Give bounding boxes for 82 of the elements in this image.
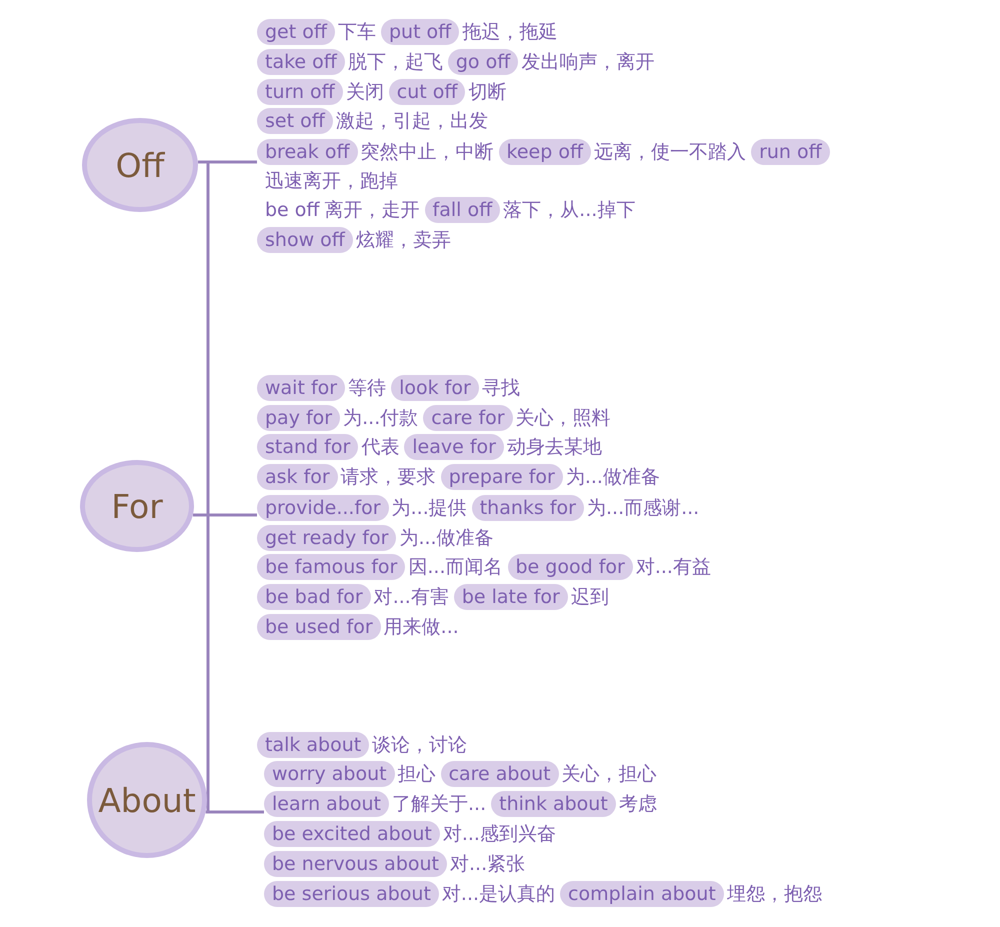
highlighted-phrase: provide...for: [257, 495, 389, 521]
highlighted-phrase: leave for: [404, 434, 504, 460]
highlighted-phrase: be excited about: [264, 821, 440, 847]
meaning-text: 谈论，讨论: [372, 733, 468, 758]
highlighted-phrase: pay for: [257, 405, 340, 431]
meaning-text: 激起，引起，出发: [336, 109, 488, 134]
meaning-text: 关心，照料: [516, 406, 611, 431]
topic-circle: For: [80, 460, 194, 552]
highlighted-phrase: run off: [751, 139, 830, 165]
highlighted-phrase: think about: [491, 791, 616, 817]
meaning-text: 发出响声，离开: [521, 50, 654, 75]
meaning-text: 代表: [361, 435, 400, 460]
highlighted-phrase: ask for: [257, 464, 338, 490]
meaning-text: 考虑: [618, 792, 657, 817]
meaning-text: 为...提供: [392, 496, 467, 521]
meaning-text: 拖迟，拖延: [462, 20, 558, 45]
meaning-text: 埋怨，抱怨: [726, 882, 822, 907]
highlighted-phrase: get off: [257, 19, 335, 45]
meaning-text: 对...感到兴奋: [442, 822, 556, 847]
meaning-text: 切断: [468, 80, 506, 105]
topic-circle: Off: [82, 118, 198, 212]
highlighted-phrase: put off: [380, 19, 460, 45]
meaning-text: 为...而感谢...: [586, 496, 700, 521]
highlighted-phrase: set off: [257, 108, 333, 134]
highlighted-phrase: turn off: [257, 79, 343, 105]
highlighted-phrase: be serious about: [264, 881, 439, 907]
highlighted-phrase: fall off: [424, 197, 500, 223]
meaning-text: 了解关于...: [392, 792, 486, 817]
meaning-text: 迟到: [570, 585, 609, 610]
highlighted-phrase: worry about: [264, 761, 395, 787]
meaning-text: 用来做...: [384, 615, 459, 640]
meaning-text: 关心，担心: [562, 762, 657, 787]
highlighted-phrase: be bad for: [257, 584, 371, 610]
highlighted-phrase: get ready for: [257, 525, 396, 551]
phrase-text: be off: [265, 198, 320, 223]
highlighted-phrase: be late for: [454, 584, 568, 610]
meaning-text: 为...做准备: [566, 465, 660, 490]
highlighted-phrase: wait for: [257, 375, 346, 401]
highlighted-phrase: stand for: [257, 434, 358, 460]
meaning-text: 落下，从...掉下: [503, 198, 636, 223]
highlighted-phrase: talk about: [257, 732, 370, 758]
meaning-text: 关闭: [346, 80, 384, 105]
meaning-text: 担心: [398, 762, 436, 787]
highlighted-phrase: complain about: [560, 881, 724, 907]
topic-circle: About: [87, 742, 207, 858]
meaning-text: 对...是认真的: [442, 882, 556, 907]
meaning-text: 为...做准备: [399, 526, 494, 551]
meaning-text: 等待: [348, 376, 386, 401]
meaning-text: 请求，要求: [340, 465, 436, 490]
highlighted-phrase: care for: [423, 405, 513, 431]
meaning-text: 下车: [338, 20, 376, 45]
meaning-text: 寻找: [482, 376, 520, 401]
meaning-text: 对...有害: [374, 585, 449, 610]
highlighted-phrase: cut off: [388, 79, 466, 105]
highlighted-phrase: learn about: [264, 791, 389, 817]
highlighted-phrase: care about: [440, 761, 559, 787]
highlighted-phrase: look for: [391, 375, 479, 401]
highlighted-phrase: keep off: [498, 139, 592, 165]
meaning-text: 远离，使一不踏入: [594, 140, 746, 165]
highlighted-phrase: go off: [448, 49, 518, 75]
highlighted-phrase: be good for: [508, 554, 633, 580]
connector-line: [206, 810, 264, 814]
highlighted-phrase: be famous for: [257, 554, 406, 580]
meaning-text: 为...付款: [343, 406, 418, 431]
meaning-text: 迅速离开，跑掉: [265, 169, 398, 194]
meaning-text: 炫耀，卖弄: [356, 228, 451, 253]
meaning-text: 突然中止，中断: [360, 140, 494, 165]
highlighted-phrase: be nervous about: [264, 851, 448, 877]
highlighted-phrase: take off: [257, 49, 345, 75]
highlighted-phrase: thanks for: [472, 495, 584, 521]
highlighted-phrase: show off: [257, 227, 353, 253]
highlighted-phrase: be used for: [257, 614, 381, 640]
connector-line: [198, 160, 257, 164]
highlighted-phrase: break off: [257, 139, 358, 165]
meaning-text: 动身去某地: [506, 435, 602, 460]
highlighted-phrase: prepare for: [440, 464, 563, 490]
meaning-text: 离开，走开: [324, 198, 420, 223]
connector-line: [192, 514, 257, 516]
meaning-text: 对...有益: [636, 555, 711, 580]
meaning-text: 脱下，起飞: [348, 50, 443, 75]
meaning-text: 因...而闻名: [408, 555, 502, 580]
meaning-text: 对...紧张: [450, 852, 526, 877]
